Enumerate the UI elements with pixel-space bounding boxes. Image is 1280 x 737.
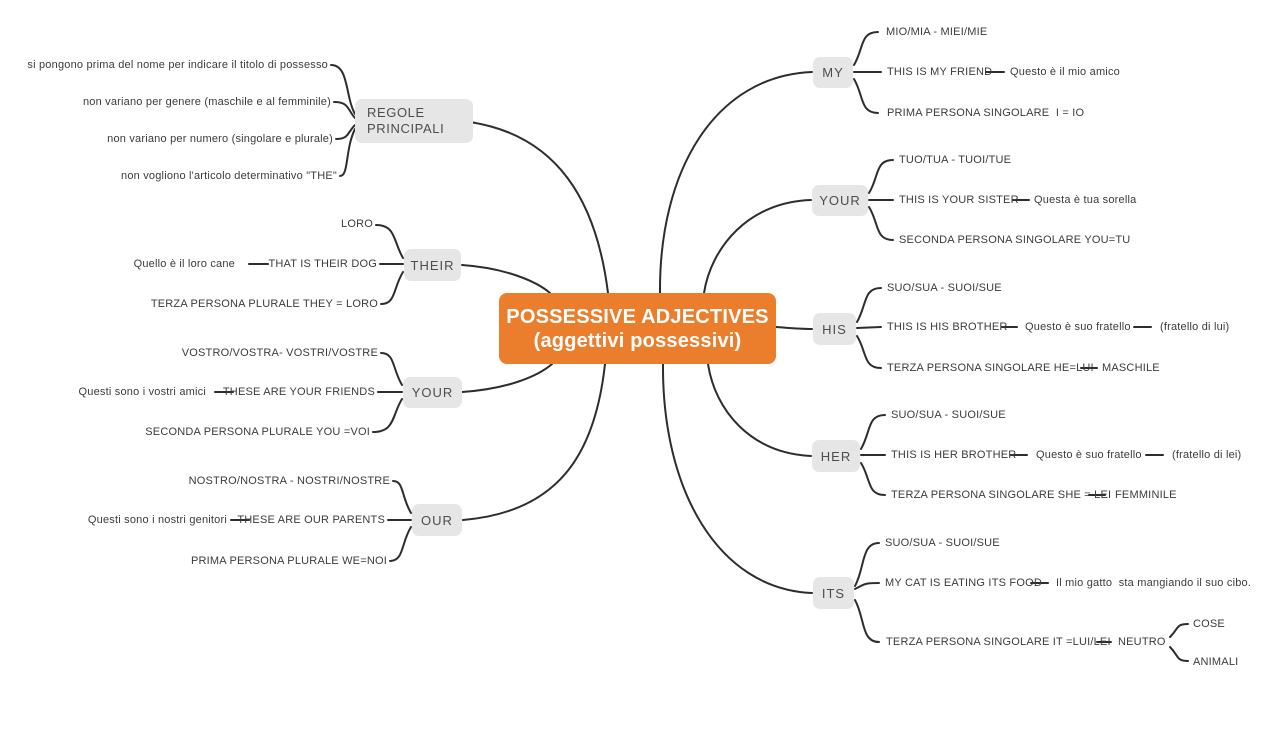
edge-yourleft-rule [372,398,403,433]
leaf-yourright-rule[interactable]: SECONDA PERSONA SINGOLARE YOU=TU [899,234,1131,246]
leaf-their-example-en[interactable]: THAT IS THEIR DOG [268,258,377,270]
leaf-yourright-example-it[interactable]: Questa è tua sorella [1034,194,1137,206]
edge-yourright-rule [868,206,894,241]
leaf-yourleft-forms[interactable]: VOSTRO/VOSTRA- VOSTRI/VOSTRE [181,347,378,359]
edge-neutro-cose [1169,623,1189,638]
leaf-his-rule[interactable]: TERZA PERSONA SINGOLARE HE=LUI [887,362,1094,374]
edge-center-their [461,264,551,294]
node-her[interactable]: HER [812,440,860,472]
leaf-her-rule-note[interactable]: FEMMINILE [1115,489,1177,501]
edge-center-my [658,71,813,294]
leaf-their-forms[interactable]: LORO [341,218,373,230]
center-node[interactable]: POSSESSIVE ADJECTIVES (aggettivi possess… [499,293,776,364]
edge-his-forms [856,287,882,323]
leaf-her-example-en[interactable]: THIS IS HER BROTHER [891,449,1017,461]
edge-yourleft-forms [380,352,403,386]
leaf-his-example-note[interactable]: (fratello di lui) [1160,321,1230,333]
edge-his-example [856,326,882,329]
leaf-her-example-it[interactable]: Questo è suo fratello [1036,449,1142,461]
edge-center-regole [461,120,609,294]
leaf-their-example-it[interactable]: Quello è il loro cane [133,258,235,270]
node-our[interactable]: OUR [412,504,462,536]
leaf-my-example-en[interactable]: THIS IS MY FRIEND [887,66,993,78]
leaf-my-example-it[interactable]: Questo è il mio amico [1010,66,1120,78]
leaf-her-example-note[interactable]: (fratello di lei) [1172,449,1242,461]
leaf-its-rule-note[interactable]: NEUTRO [1118,636,1166,648]
edge-their-forms [375,224,404,259]
edge-center-our [462,363,606,521]
edge-neutro-animali [1169,646,1189,662]
edge-their-rule [380,271,404,305]
leaf-its-rule[interactable]: TERZA PERSONA SINGOLARE IT =LUI/LEI [886,636,1111,648]
leaf-yourleft-rule[interactable]: SECONDA PERSONA PLURALE YOU =VOI [145,426,370,438]
edge-yourright-forms [868,159,894,194]
leaf-its-sub-animali[interactable]: ANIMALI [1193,656,1239,668]
edge-its-rule [854,599,880,643]
edge-my-rule [853,78,879,114]
node-my[interactable]: MY [813,57,853,88]
node-their[interactable]: THEIR [404,249,461,281]
leaf-her-rule[interactable]: TERZA PERSONA SINGOLARE SHE = LEI [891,489,1112,501]
center-subtitle: (aggettivi possessivi) [533,329,742,352]
node-his[interactable]: HIS [813,313,856,345]
node-regole-principali[interactable]: REGOLE PRINCIPALI [355,99,473,143]
edge-regole-leaf4 [339,128,356,177]
node-its[interactable]: ITS [813,577,854,609]
leaf-yourright-forms[interactable]: TUO/TUA - TUOI/TUE [899,154,1012,166]
leaf-yourleft-example-en[interactable]: THESE ARE YOUR FRIENDS [222,386,375,398]
leaf-our-forms[interactable]: NOSTRO/NOSTRA - NOSTRI/NOSTRE [188,475,390,487]
edge-regole-leaf1 [330,64,356,115]
leaf-my-forms[interactable]: MIO/MIA - MIEI/MIE [886,26,988,38]
center-title: POSSESSIVE ADJECTIVES [506,305,769,328]
edge-my-forms [853,31,879,66]
leaf-our-example-en[interactable]: THESE ARE OUR PARENTS [237,514,385,526]
edge-our-forms [392,480,412,514]
leaf-my-rule[interactable]: PRIMA PERSONA SINGOLARE I = IO [887,107,1085,119]
leaf-yourleft-example-it[interactable]: Questi sono i vostri amici [78,386,206,398]
leaf-yourright-example-en[interactable]: THIS IS YOUR SISTER [899,194,1019,206]
edge-our-rule [389,526,412,562]
leaf-its-example-it[interactable]: Il mio gatto sta mangiando il suo cibo. [1056,577,1252,589]
node-regole-line2: PRINCIPALI [367,121,445,136]
edge-its-example [854,582,880,590]
leaf-its-example-en[interactable]: MY CAT IS EATING ITS FOOD [885,577,1042,589]
node-regole-line1: REGOLE [367,105,425,120]
leaf-its-sub-cose[interactable]: COSE [1193,618,1225,630]
edge-center-her [707,363,812,457]
edge-center-his [775,326,813,330]
node-your-left[interactable]: YOUR [403,377,462,408]
leaf-regole-2[interactable]: non variano per genere (maschile e al fe… [82,96,331,108]
edge-her-forms [860,414,886,450]
leaf-regole-3[interactable]: non variano per numero (singolare e plur… [107,133,333,145]
edge-center-your-left [461,363,553,393]
edge-his-rule [856,335,882,369]
leaf-our-rule[interactable]: PRIMA PERSONA PLURALE WE=NOI [190,555,387,567]
edge-center-your-right [703,199,812,294]
edge-center-its [661,363,813,594]
node-your-right[interactable]: YOUR [812,185,868,216]
leaf-his-example-it[interactable]: Questo è suo fratello [1025,321,1131,333]
leaf-her-forms[interactable]: SUO/SUA - SUOI/SUE [891,409,1006,421]
leaf-regole-1[interactable]: si pongono prima del nome per indicare i… [27,59,328,71]
leaf-its-forms[interactable]: SUO/SUA - SUOI/SUE [885,537,1000,549]
edge-regole-leaf2 [333,101,356,119]
edge-its-forms [854,542,880,587]
leaf-our-example-it[interactable]: Questi sono i nostri genitori [87,514,227,526]
leaf-his-forms[interactable]: SUO/SUA - SUOI/SUE [887,282,1002,294]
leaf-his-example-en[interactable]: THIS IS HIS BROTHER [887,321,1008,333]
edge-regole-leaf3 [335,124,356,140]
leaf-regole-4[interactable]: non vogliono l'articolo determinativo "T… [121,170,337,182]
leaf-their-rule[interactable]: TERZA PERSONA PLURALE THEY = LORO [150,298,378,310]
leaf-his-rule-note[interactable]: MASCHILE [1102,362,1160,374]
edge-her-rule [860,462,886,496]
